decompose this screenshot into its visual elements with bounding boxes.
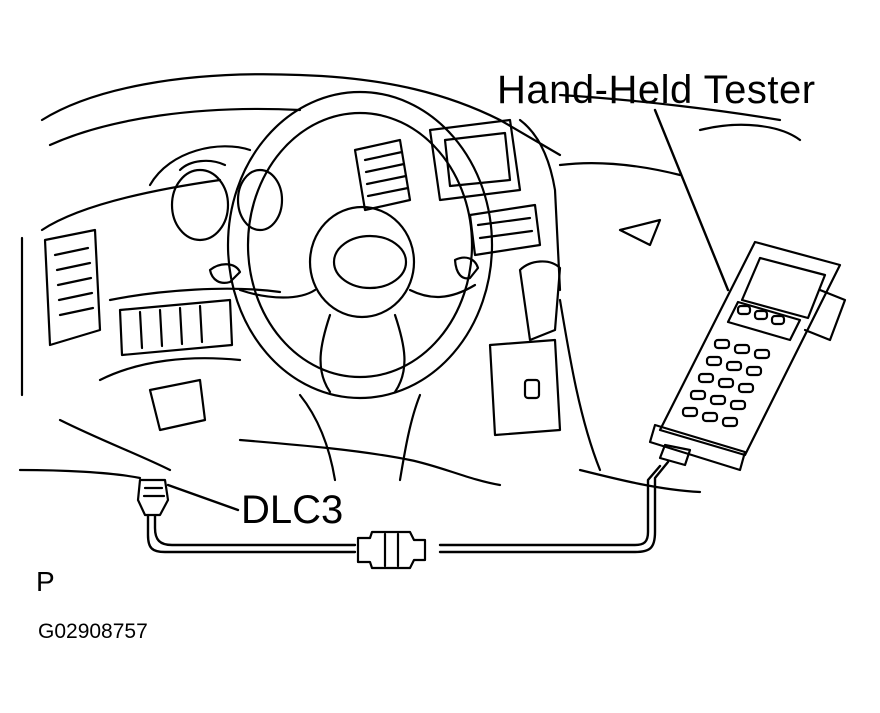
leader-lines <box>166 108 730 512</box>
dlc3-label: DLC3 <box>241 488 344 532</box>
center-console <box>353 118 682 472</box>
steering-wheel <box>208 90 494 482</box>
tester-cable <box>146 460 670 570</box>
dlc3-leader-line <box>166 483 240 512</box>
figure-code-label: G02908757 <box>38 620 148 643</box>
hand-held-tester-device <box>648 240 847 472</box>
dashboard <box>18 73 562 487</box>
door-panel <box>558 93 802 494</box>
tester-keypad <box>681 338 771 428</box>
dlc3-connector <box>136 478 170 517</box>
hand-held-tester-label: Hand-Held Tester <box>497 68 816 112</box>
instrument-cluster <box>148 145 284 242</box>
view-marker-label: P <box>36 566 55 597</box>
tester-leader-line <box>653 108 730 292</box>
